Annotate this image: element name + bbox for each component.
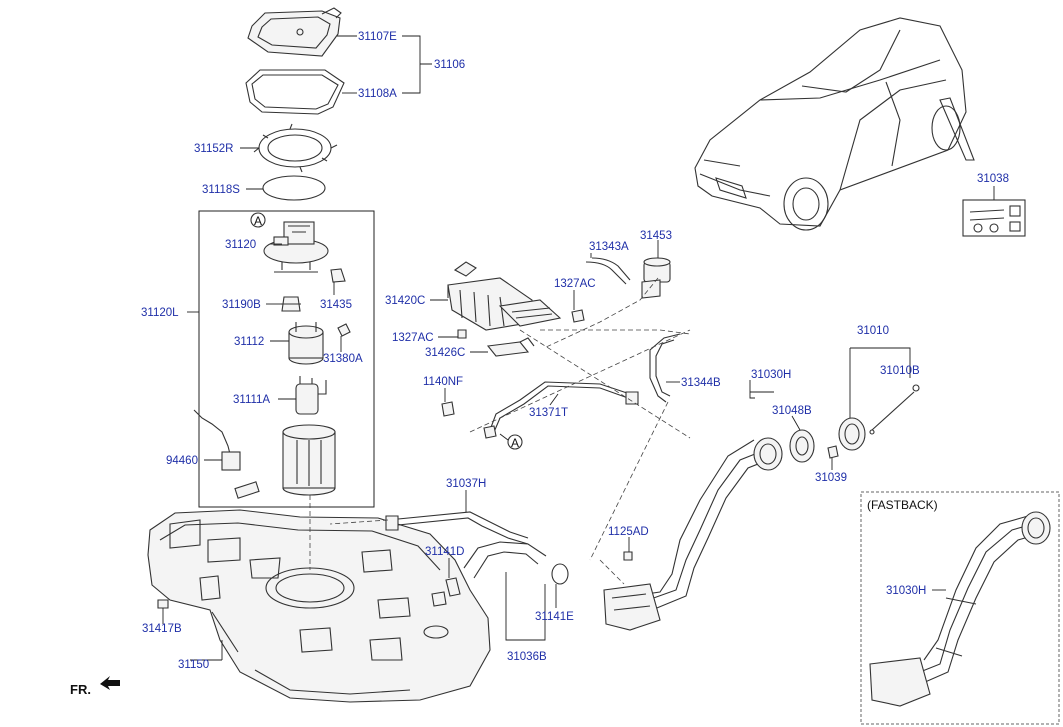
label-1327AC-top: 1327AC	[554, 278, 596, 290]
fuel-filter-drawing	[288, 322, 351, 365]
callout-a-upper: A	[254, 214, 262, 228]
canister-drawing	[447, 261, 562, 357]
label-31118S: 31118S	[202, 184, 240, 196]
label-31150: 31150	[178, 659, 209, 671]
label-31010: 31010	[857, 325, 889, 337]
front-label: FR.	[70, 682, 91, 697]
label-31030H: 31030H	[751, 369, 791, 381]
label-31420C: 31420C	[385, 295, 425, 307]
vent-fittings-drawing	[457, 257, 671, 339]
pump-module-frame	[198, 210, 375, 508]
label-31107E: 31107E	[358, 31, 397, 43]
label-31111A: 31111A	[233, 394, 270, 406]
fuel-pump-drawing	[295, 376, 327, 415]
label-31417B: 31417B	[142, 623, 182, 635]
label-31190B: 31190B	[222, 299, 261, 311]
label-31037H: 31037H	[446, 478, 486, 490]
vehicle-drawing	[694, 17, 975, 231]
label-31048B: 31048B	[772, 405, 812, 417]
fastback-filler-neck-drawing	[869, 511, 1051, 707]
label-31010B: 31010B	[880, 365, 920, 377]
label-31112: 31112	[234, 336, 264, 348]
label-1327AC-left: 1327AC	[392, 332, 434, 344]
label-31380A: 31380A	[323, 353, 363, 365]
cover-plate-drawing	[247, 7, 342, 57]
label-31030H-fastback: 31030H	[886, 585, 926, 597]
assembly-dashed-lines	[309, 277, 691, 585]
vent-hose-drawing	[649, 333, 681, 403]
breather-hose-drawing	[387, 511, 529, 545]
label-31453: 31453	[640, 230, 672, 242]
retainer-ring-drawing	[253, 123, 338, 173]
fuel-tank-drawing	[147, 509, 491, 703]
label-31141E: 31141E	[535, 611, 574, 623]
label-31344B: 31344B	[681, 377, 721, 389]
pump-flange-drawing	[263, 221, 329, 273]
callout-a-lower: A	[511, 436, 519, 450]
small-fittings-drawing	[281, 268, 346, 312]
vapor-line-drawing	[441, 381, 639, 439]
drain-plug-drawing	[157, 599, 169, 609]
front-direction-arrow	[100, 676, 120, 690]
label-31152R: 31152R	[194, 143, 233, 155]
clamp-drawing	[551, 563, 569, 585]
label-31343A: 31343A	[589, 241, 629, 253]
label-31108A: 31108A	[358, 88, 397, 100]
label-31036B: 31036B	[507, 651, 547, 663]
reservoir-drawing	[282, 424, 336, 496]
callout-circle-a1	[250, 212, 266, 228]
label-1140NF: 1140NF	[423, 376, 463, 388]
fastback-title: (FASTBACK)	[867, 498, 938, 512]
label-31426C: 31426C	[425, 347, 465, 359]
gasket-drawing	[245, 69, 345, 115]
label-31039: 31039	[815, 472, 847, 484]
fuel-label-drawing	[962, 199, 1026, 237]
filler-hose-drawing	[463, 541, 547, 579]
label-94460: 94460	[166, 455, 198, 467]
callout-circle-a2	[507, 434, 523, 450]
label-31435: 31435	[320, 299, 352, 311]
filler-cap-drawing	[789, 384, 920, 463]
label-31106: 31106	[434, 59, 465, 71]
o-ring-drawing	[262, 175, 326, 201]
label-31120L: 31120L	[141, 307, 179, 319]
label-31371T: 31371T	[529, 407, 568, 419]
filler-neck-drawing	[603, 437, 783, 631]
label-31038: 31038	[977, 173, 1009, 185]
label-31141D: 31141D	[425, 546, 464, 558]
level-sender-drawing	[193, 409, 260, 499]
label-1125AD: 1125AD	[608, 526, 649, 538]
leader-lines	[162, 35, 995, 661]
label-31120: 31120	[225, 239, 256, 251]
